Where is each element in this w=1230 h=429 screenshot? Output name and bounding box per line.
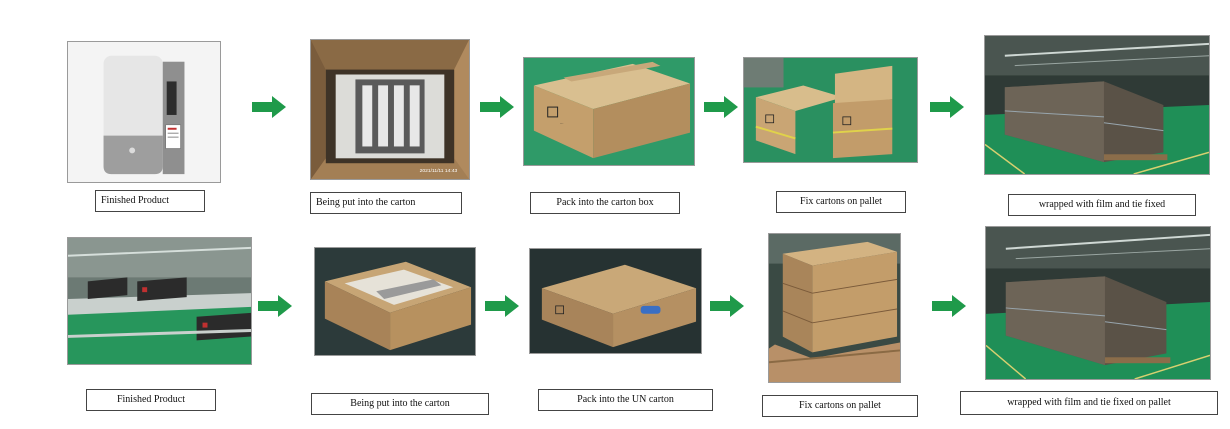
caption-pack-into-carton-box: Pack into the carton box: [530, 192, 680, 214]
photo-pack-into-un-carton: [529, 248, 702, 354]
caption-being-put-into-carton-2: Being put into the carton: [311, 393, 489, 415]
photo-being-put-into-carton-2: [314, 247, 476, 356]
caption-fix-cartons-on-pallet-2: Fix cartons on pallet: [762, 395, 918, 417]
photo-timestamp: 2021/11/11 14:43: [420, 168, 458, 174]
caption-finished-product: Finished Product: [95, 190, 205, 212]
photo-wrapped-with-film-on-pallet: [985, 226, 1211, 380]
arrow-right-icon: [932, 295, 966, 317]
photo-being-put-into-carton: 2021/11/11 14:43: [310, 39, 470, 180]
caption-finished-product-2: Finished Product: [86, 389, 216, 411]
caption-wrapped-with-film: wrapped with film and tie fixed: [1008, 194, 1196, 216]
arrow-right-icon: [930, 96, 964, 118]
caption-being-put-into-carton: Being put into the carton: [310, 192, 462, 214]
caption-wrapped-with-film-on-pallet: wrapped with film and tie fixed on palle…: [960, 391, 1218, 415]
arrow-right-icon: [710, 295, 744, 317]
caption-pack-into-un-carton: Pack into the UN carton: [538, 389, 713, 411]
photo-finished-product: [67, 41, 221, 183]
arrow-right-icon: [480, 96, 514, 118]
arrow-right-icon: [258, 295, 292, 317]
photo-wrapped-with-film: [984, 35, 1210, 175]
photo-fix-cartons-on-pallet-2: [768, 233, 901, 383]
caption-fix-cartons-on-pallet: Fix cartons on pallet: [776, 191, 906, 213]
photo-pack-into-carton-box: ···: [523, 57, 695, 166]
photo-finished-product-line: [67, 237, 252, 365]
arrow-right-icon: [252, 96, 286, 118]
svg-text:···: ···: [560, 121, 564, 126]
photo-fix-cartons-on-pallet: [743, 57, 918, 163]
arrow-right-icon: [485, 295, 519, 317]
arrow-right-icon: [704, 96, 738, 118]
